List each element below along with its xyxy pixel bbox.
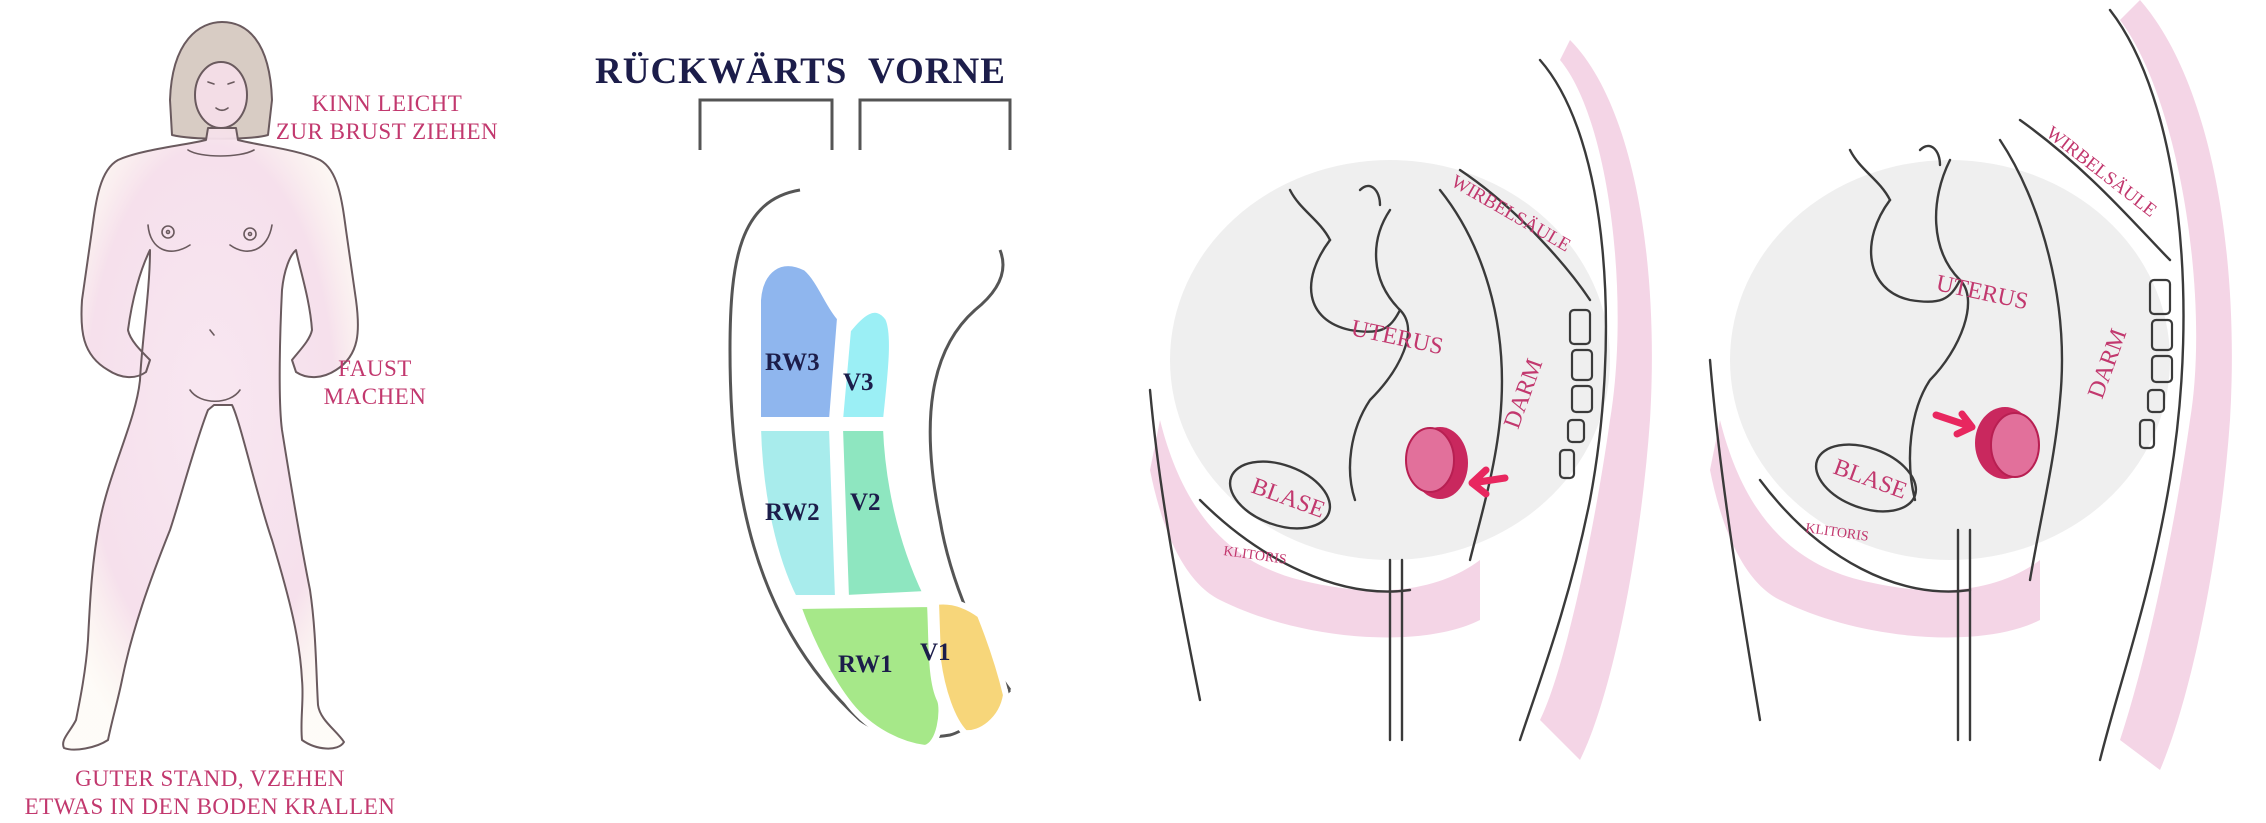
fist-instruction-line-1: FAUST xyxy=(300,355,450,383)
fist-instruction-line-2: MACHEN xyxy=(300,383,450,411)
anatomy-panel-left: WIRBELSÄULE UTERUS DARM BLASE KLITORIS xyxy=(1140,0,1700,819)
chin-instruction-line-2: ZUR BRUST ZIEHEN xyxy=(262,118,512,146)
front-header: VORNE xyxy=(868,50,1006,93)
pelvis-illustration xyxy=(1710,0,2232,770)
pelvis-cross-section-left: WIRBELSÄULE UTERUS DARM BLASE KLITORIS xyxy=(1140,0,1700,819)
zone-v2-label: V2 xyxy=(850,489,881,516)
front-bracket xyxy=(860,100,1010,150)
zone-diagram: RW3 V3 RW2 V2 RW1 V1 xyxy=(570,0,1050,819)
anatomy-panel-right: WIRBELSÄULE UTERUS DARM BLASE KLITORIS xyxy=(1700,0,2266,819)
back-header: RÜCKWÄRTS xyxy=(595,50,847,93)
stance-instruction-label: GUTER STAND, VZEHEN ETWAS IN DEN BODEN K… xyxy=(0,765,420,821)
pelvis-cross-section-right: WIRBELSÄULE UTERUS DARM BLASE KLITORIS xyxy=(1700,0,2266,819)
back-bracket xyxy=(700,100,832,150)
vaginal-zone-panel: RÜCKWÄRTS VORNE RW3 V3 RW2 V2 RW1 V1 xyxy=(570,0,1050,819)
stance-instruction-line-2: ETWAS IN DEN BODEN KRALLEN xyxy=(0,793,420,821)
chin-instruction-label: KINN LEICHT ZUR BRUST ZIEHEN xyxy=(262,90,512,146)
zone-rw2-label: RW2 xyxy=(765,499,820,526)
zone-v3-label: V3 xyxy=(843,369,874,396)
zone-v3 xyxy=(840,310,892,420)
chin-instruction-line-1: KINN LEICHT xyxy=(262,90,512,118)
zone-v1-label: V1 xyxy=(920,639,951,666)
fist-instruction-label: FAUST MACHEN xyxy=(300,355,450,411)
zone-v1 xyxy=(936,602,1006,734)
zone-rw1-label: RW1 xyxy=(838,651,893,678)
standing-body-panel: KINN LEICHT ZUR BRUST ZIEHEN FAUST MACHE… xyxy=(0,0,560,819)
zone-rw3-label: RW3 xyxy=(765,349,820,376)
pelvis-illustration xyxy=(1150,40,1652,760)
zone-rw3 xyxy=(758,263,840,420)
stance-instruction-line-1: GUTER STAND, VZEHEN xyxy=(0,765,420,793)
